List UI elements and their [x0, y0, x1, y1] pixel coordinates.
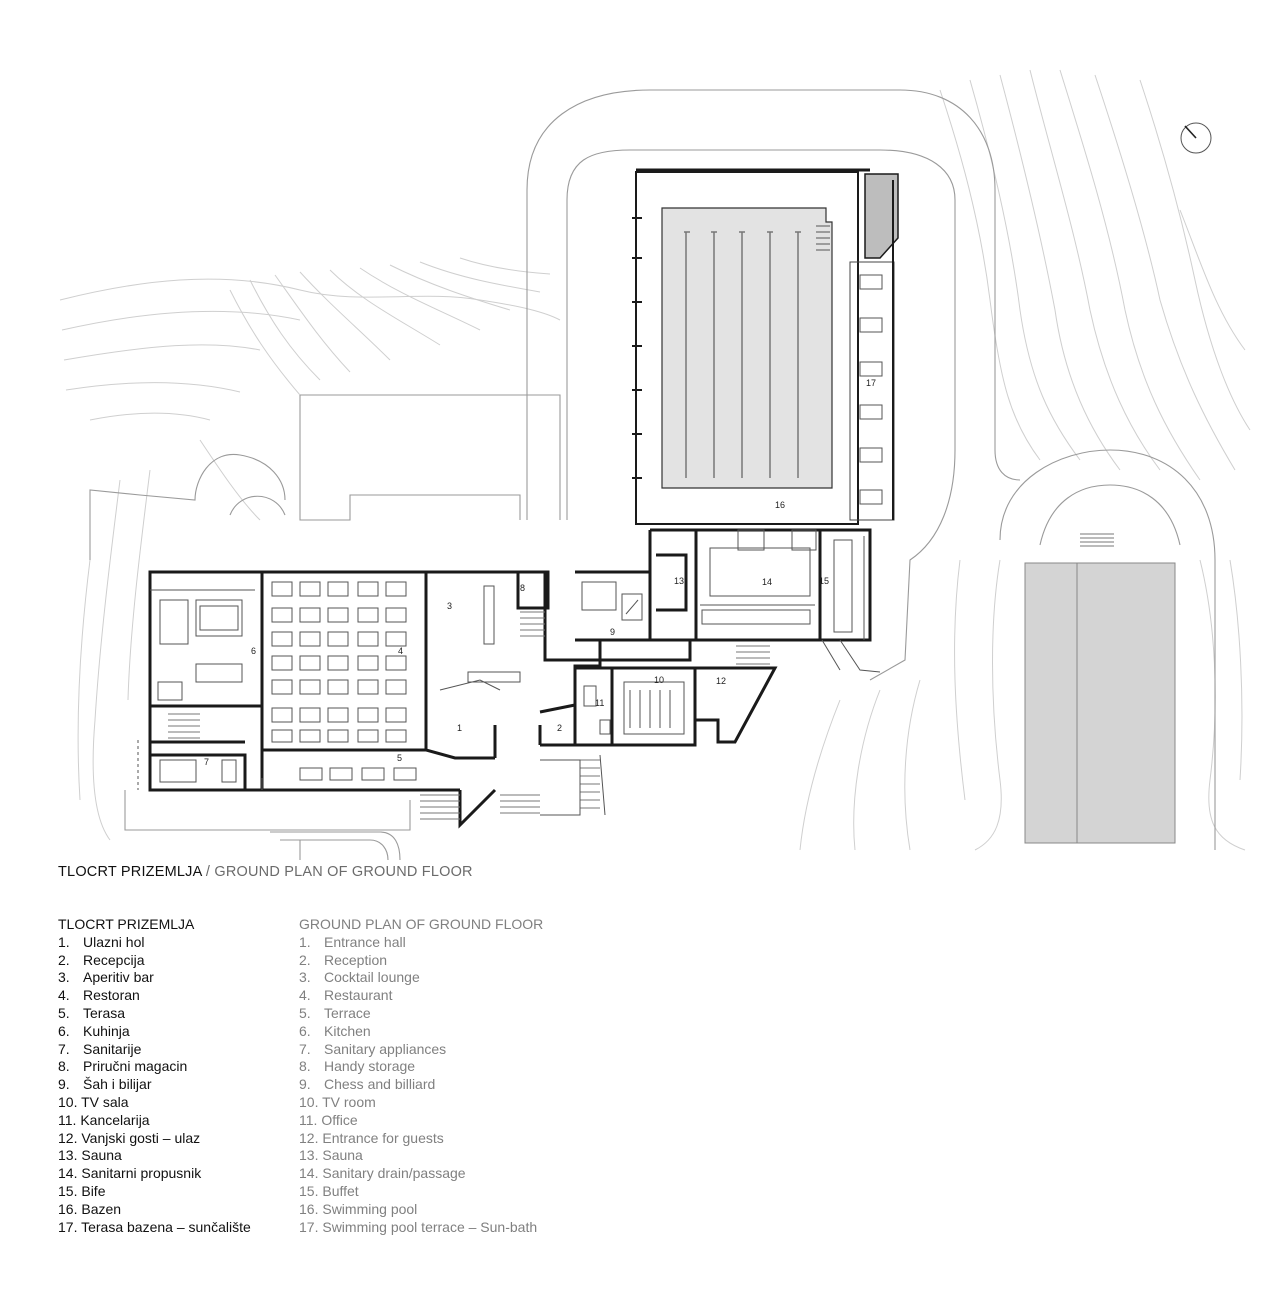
- room-label-17: 17: [866, 378, 876, 388]
- legend-item: 2.Reception: [299, 951, 388, 968]
- room-label-10: 10: [654, 675, 664, 685]
- legend-item: 5.Terasa: [58, 1004, 126, 1021]
- legend-item: 1.Ulazni hol: [58, 933, 145, 950]
- legend-item: 11. Office: [299, 1111, 358, 1128]
- legend-item: 17. Terasa bazena – sunčalište: [58, 1218, 251, 1235]
- restaurant-tables: [271, 581, 407, 743]
- access-roads: [89, 89, 1216, 860]
- pool-hall: [632, 168, 899, 525]
- legend-item: 16. Bazen: [58, 1200, 122, 1217]
- legend-item: 15. Buffet: [299, 1182, 359, 1199]
- legend-item: 8.Priručni magacin: [58, 1058, 188, 1075]
- legend-english: GROUND PLAN OF GROUND FLOOR 1.Entrance h…: [299, 916, 543, 1236]
- legend-item: 4.Restoran: [58, 987, 140, 1004]
- legend-english-list: 1.Entrance hall 2.Reception 3.Cocktail l…: [299, 934, 543, 1237]
- room-label-13: 13: [674, 576, 684, 586]
- room-label-14: 14: [762, 577, 772, 587]
- legend-item: 8.Handy storage: [299, 1058, 416, 1075]
- legend-item: 3.Aperitiv bar: [58, 969, 154, 986]
- room-label-6: 6: [251, 646, 256, 656]
- room-label-11: 11: [595, 698, 604, 708]
- terrain-contours: [59, 69, 1251, 851]
- room-label-9: 9: [610, 627, 615, 637]
- legend-item: 6.Kitchen: [299, 1022, 371, 1039]
- interior-details: [137, 529, 881, 820]
- room-label-1: 1: [457, 723, 462, 733]
- room-label-4: 4: [398, 646, 403, 656]
- legend-item: 5.Terrace: [299, 1004, 371, 1021]
- room-label-5: 5: [397, 753, 402, 763]
- legend-item: 12. Vanjski gosti – ulaz: [58, 1129, 201, 1146]
- legend-item: 14. Sanitary drain/passage: [299, 1165, 466, 1182]
- legend-item: 14. Sanitarni propusnik: [58, 1165, 202, 1182]
- legend-item: 10. TV room: [299, 1093, 376, 1110]
- legend-item: 10. TV sala: [58, 1093, 129, 1110]
- legend-item: 7.Sanitary appliances: [299, 1040, 447, 1057]
- room-number-labels: 1 2 3 4 5 6 7 8 9 10 11 12 13 14 15 16 1…: [204, 378, 876, 767]
- room-label-2: 2: [557, 723, 562, 733]
- room-label-3: 3: [447, 601, 452, 611]
- caption-english: GROUND PLAN OF GROUND FLOOR: [214, 864, 473, 880]
- building-walls: [148, 528, 872, 829]
- legend-item: 3.Cocktail lounge: [299, 969, 420, 986]
- room-label-16: 16: [775, 500, 785, 510]
- legend-item: 9.Chess and billiard: [299, 1076, 436, 1093]
- legend-item: 11. Kancelarija: [58, 1111, 150, 1128]
- legend-item: 17. Swimming pool terrace – Sun-bath: [299, 1218, 538, 1235]
- legend-item: 16. Swimming pool: [299, 1200, 418, 1217]
- legend-item: 15. Bife: [58, 1182, 106, 1199]
- legend-local: TLOCRT PRIZEMLJA 1.Ulazni hol 2.Recepcij…: [58, 916, 251, 1236]
- plan-caption: TLOCRT PRIZEMLJA / GROUND PLAN OF GROUND…: [58, 864, 473, 880]
- swimming-pool-basin: [661, 207, 833, 489]
- legend-item: 9.Šah i bilijar: [58, 1076, 152, 1093]
- legend-item: 13. Sauna: [299, 1147, 363, 1164]
- caption-local: TLOCRT PRIZEMLJA: [58, 864, 202, 880]
- legend-item: 4.Restaurant: [299, 987, 393, 1004]
- room-label-8: 8: [520, 583, 525, 593]
- legend-local-title: TLOCRT PRIZEMLJA: [58, 916, 195, 932]
- legend-item: 13. Sauna: [58, 1147, 122, 1164]
- ground-floor-plan: 1 2 3 4 5 6 7 8 9 10 11 12 13 14 15 16 1…: [59, 69, 1251, 860]
- legend-item: 12. Entrance for guests: [299, 1129, 444, 1146]
- tennis-court: [1024, 533, 1176, 844]
- room-label-7: 7: [204, 757, 209, 767]
- pool-terrace-loungers: [849, 261, 895, 521]
- room-label-15: 15: [819, 576, 829, 586]
- legend-item: 7.Sanitarije: [58, 1040, 142, 1057]
- legend-item: 6.Kuhinja: [58, 1022, 130, 1039]
- legend-item: 2.Recepcija: [58, 951, 145, 968]
- legend-local-list: 1.Ulazni hol 2.Recepcija 3.Aperitiv bar …: [58, 934, 251, 1237]
- legend-item: 1.Entrance hall: [299, 933, 406, 950]
- caption-separator: /: [201, 864, 215, 880]
- room-label-12: 12: [716, 676, 726, 686]
- north-arrow-icon: [1180, 122, 1212, 154]
- legend-english-title: GROUND PLAN OF GROUND FLOOR: [299, 916, 544, 932]
